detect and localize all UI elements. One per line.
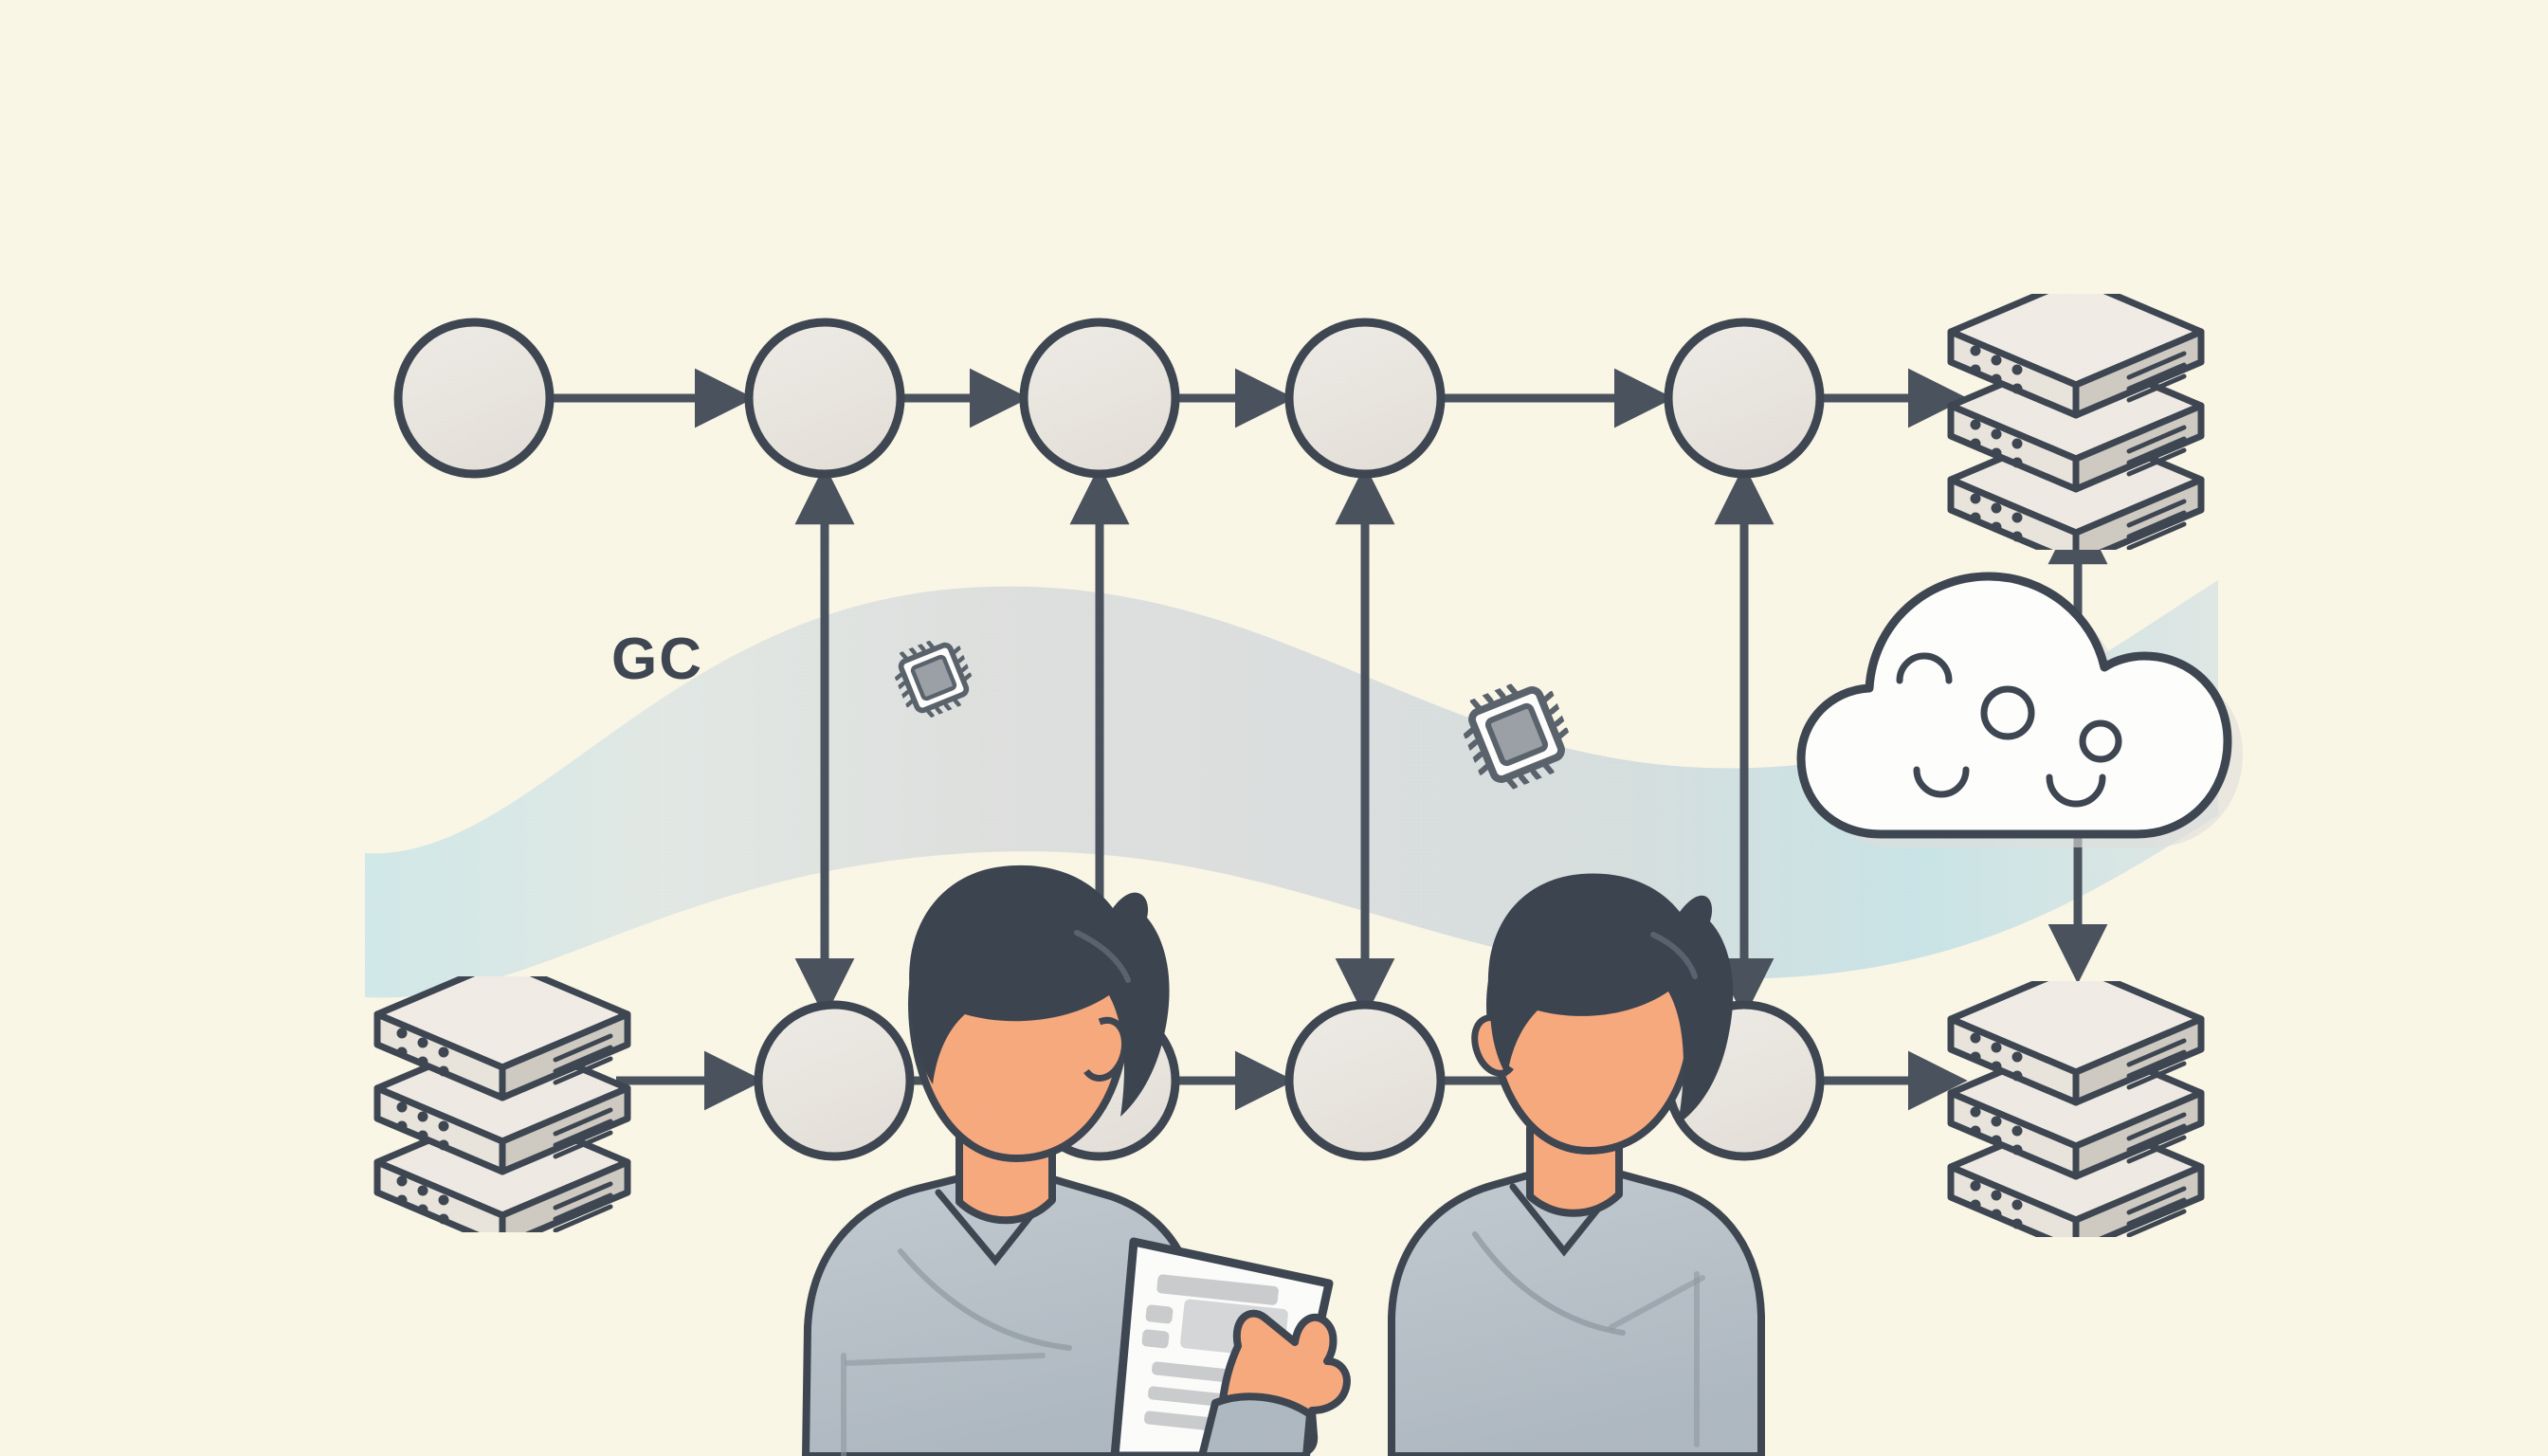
ribbon-label: GC bbox=[611, 627, 703, 692]
pipeline-node[interactable] bbox=[1284, 1000, 1446, 1161]
hair bbox=[909, 864, 1170, 1117]
sleeve-cuff bbox=[1198, 1392, 1314, 1456]
hair-highlight bbox=[1650, 932, 1698, 979]
cloud-face-marks bbox=[1896, 652, 2122, 808]
jacket-seam bbox=[1609, 1275, 1705, 1330]
server-stack-icon[interactable] bbox=[377, 961, 628, 1246]
pipeline-node[interactable] bbox=[1019, 318, 1180, 479]
jacket-seam bbox=[845, 1353, 1046, 1366]
server-stack-icon[interactable] bbox=[1951, 966, 2201, 1250]
person-observing bbox=[1388, 873, 1765, 1456]
person-with-tablet bbox=[802, 864, 1351, 1456]
ear bbox=[1083, 1016, 1128, 1082]
pipeline-node[interactable] bbox=[1664, 318, 1825, 479]
jacket-seam bbox=[898, 1248, 1072, 1351]
hair bbox=[1487, 873, 1734, 1124]
pipeline-node[interactable] bbox=[1284, 318, 1446, 479]
jacket-seam bbox=[1472, 1231, 1626, 1336]
pipeline-node[interactable] bbox=[393, 318, 555, 479]
hair-highlight bbox=[1074, 930, 1131, 983]
pipeline-node[interactable] bbox=[744, 318, 905, 479]
server-stack-icon[interactable] bbox=[1951, 279, 2201, 563]
cloud-icon[interactable] bbox=[1796, 572, 2243, 847]
top-pipeline-row bbox=[393, 318, 1825, 479]
pipeline-node[interactable] bbox=[754, 1000, 915, 1161]
